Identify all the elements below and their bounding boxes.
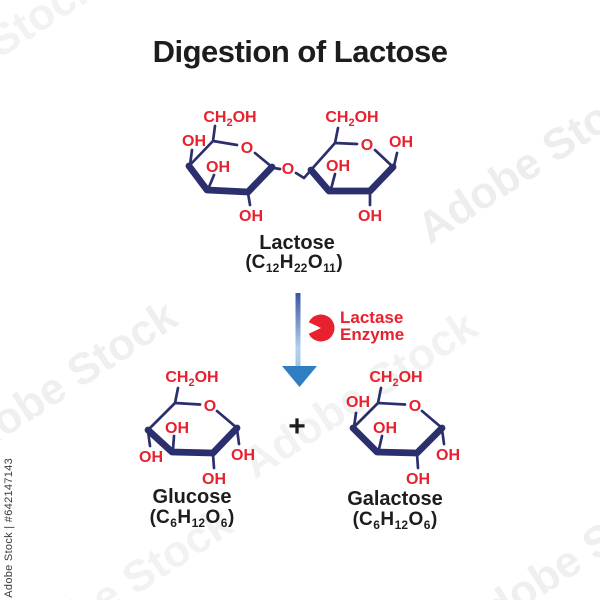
galactose-structure: O CH2OH OH OH OH OH	[346, 369, 460, 488]
formula-sub: 22	[294, 261, 308, 275]
formula-part: O	[205, 507, 221, 528]
galactose-formula: (C6H12O6)	[353, 509, 438, 531]
formula-sub: 12	[191, 516, 206, 530]
galactose-ring-bonds	[349, 386, 446, 470]
ch2oh-sub: 2	[188, 377, 194, 389]
ch2oh-sub: 2	[226, 117, 232, 129]
lactose-structure: O CH2OH OH OH OH O O CH2OH	[182, 109, 413, 225]
lactose-right-ring-bonds	[307, 126, 399, 207]
glucose-structure: O CH2OH OH OH OH OH	[139, 369, 255, 488]
formula-part: H	[177, 507, 192, 528]
formula-sub: 6	[373, 518, 380, 532]
enzyme-pacman-icon	[308, 314, 335, 342]
formula-part: H	[380, 509, 395, 530]
formula-sub: 11	[323, 261, 336, 275]
formula-part: O	[307, 252, 323, 273]
ch2oh-c: CH	[325, 109, 348, 126]
lactose-formula: (C12H22O11)	[245, 252, 342, 274]
hydroxyl-label: OH	[373, 420, 397, 437]
formula-sub: 6	[170, 516, 177, 530]
ch2oh-label: CH2OH	[325, 109, 378, 129]
ring-oxygen-label: O	[409, 398, 421, 415]
formula-part: (C	[245, 252, 266, 273]
ch2oh-sub: 2	[348, 117, 354, 129]
attribution-text: Adobe Stock | #642147143	[3, 458, 15, 598]
ring-oxygen-label: O	[241, 140, 253, 157]
hydroxyl-label: OH	[326, 158, 350, 175]
glucose-formula: (C6H12O6)	[150, 507, 235, 529]
hydroxyl-label: OH	[239, 208, 263, 225]
hydroxyl-label: OH	[206, 159, 230, 176]
reaction-arrow-icon	[282, 293, 317, 387]
ch2oh-oh: OH	[195, 369, 219, 386]
ch2oh-c: CH	[165, 369, 188, 386]
formula-sub: 12	[265, 261, 280, 275]
arrow-head	[282, 366, 317, 387]
hydroxyl-label: OH	[139, 449, 163, 466]
hydroxyl-label: OH	[436, 447, 460, 464]
galactose-name: Galactose	[347, 488, 443, 510]
lactose-left-ring-bonds	[185, 124, 276, 207]
ch2oh-oh: OH	[233, 109, 257, 126]
formula-part: )	[336, 252, 343, 273]
glucose-name: Glucose	[152, 486, 232, 508]
formula-sub: 6	[220, 516, 228, 530]
ch2oh-sub: 2	[392, 377, 398, 389]
hydroxyl-label: OH	[346, 394, 370, 411]
glycosidic-oxygen-label: O	[282, 161, 294, 178]
formula-part: )	[430, 509, 438, 530]
page-title: Digestion of Lactose	[152, 34, 448, 69]
ch2oh-label: CH2OH	[369, 369, 422, 389]
formula-sub: 6	[423, 518, 431, 532]
formula-part: )	[227, 507, 235, 528]
formula-part: (C	[149, 507, 170, 528]
hydroxyl-label: OH	[202, 471, 226, 488]
ch2oh-label: CH2OH	[203, 109, 256, 129]
formula-part: (C	[352, 509, 373, 530]
ch2oh-c: CH	[203, 109, 226, 126]
hydroxyl-label: OH	[406, 471, 430, 488]
hydroxyl-label: OH	[165, 420, 189, 437]
formula-sub: 12	[394, 518, 409, 532]
hydroxyl-label: OH	[231, 447, 255, 464]
hydroxyl-label: OH	[389, 134, 413, 151]
hydroxyl-label: OH	[358, 208, 382, 225]
formula-part: O	[408, 509, 424, 530]
ch2oh-label: CH2OH	[165, 369, 218, 389]
enzyme-label: Lactase Enzyme	[340, 309, 404, 343]
ch2oh-c: CH	[369, 369, 392, 386]
enzyme-label-line1: Lactase	[340, 308, 404, 327]
ring-oxygen-label: O	[361, 137, 373, 154]
enzyme-label-line2: Enzyme	[340, 325, 405, 344]
ch2oh-oh: OH	[355, 109, 379, 126]
arrow-shaft	[295, 293, 301, 367]
hydroxyl-label: OH	[182, 133, 206, 150]
ch2oh-oh: OH	[399, 369, 423, 386]
glycosidic-bonds	[272, 166, 313, 180]
glucose-ring-bonds	[144, 386, 241, 470]
plus-sign: +	[288, 410, 306, 443]
lactose-name: Lactose	[259, 232, 335, 254]
ring-oxygen-label: O	[204, 398, 216, 415]
formula-part: H	[279, 252, 294, 273]
